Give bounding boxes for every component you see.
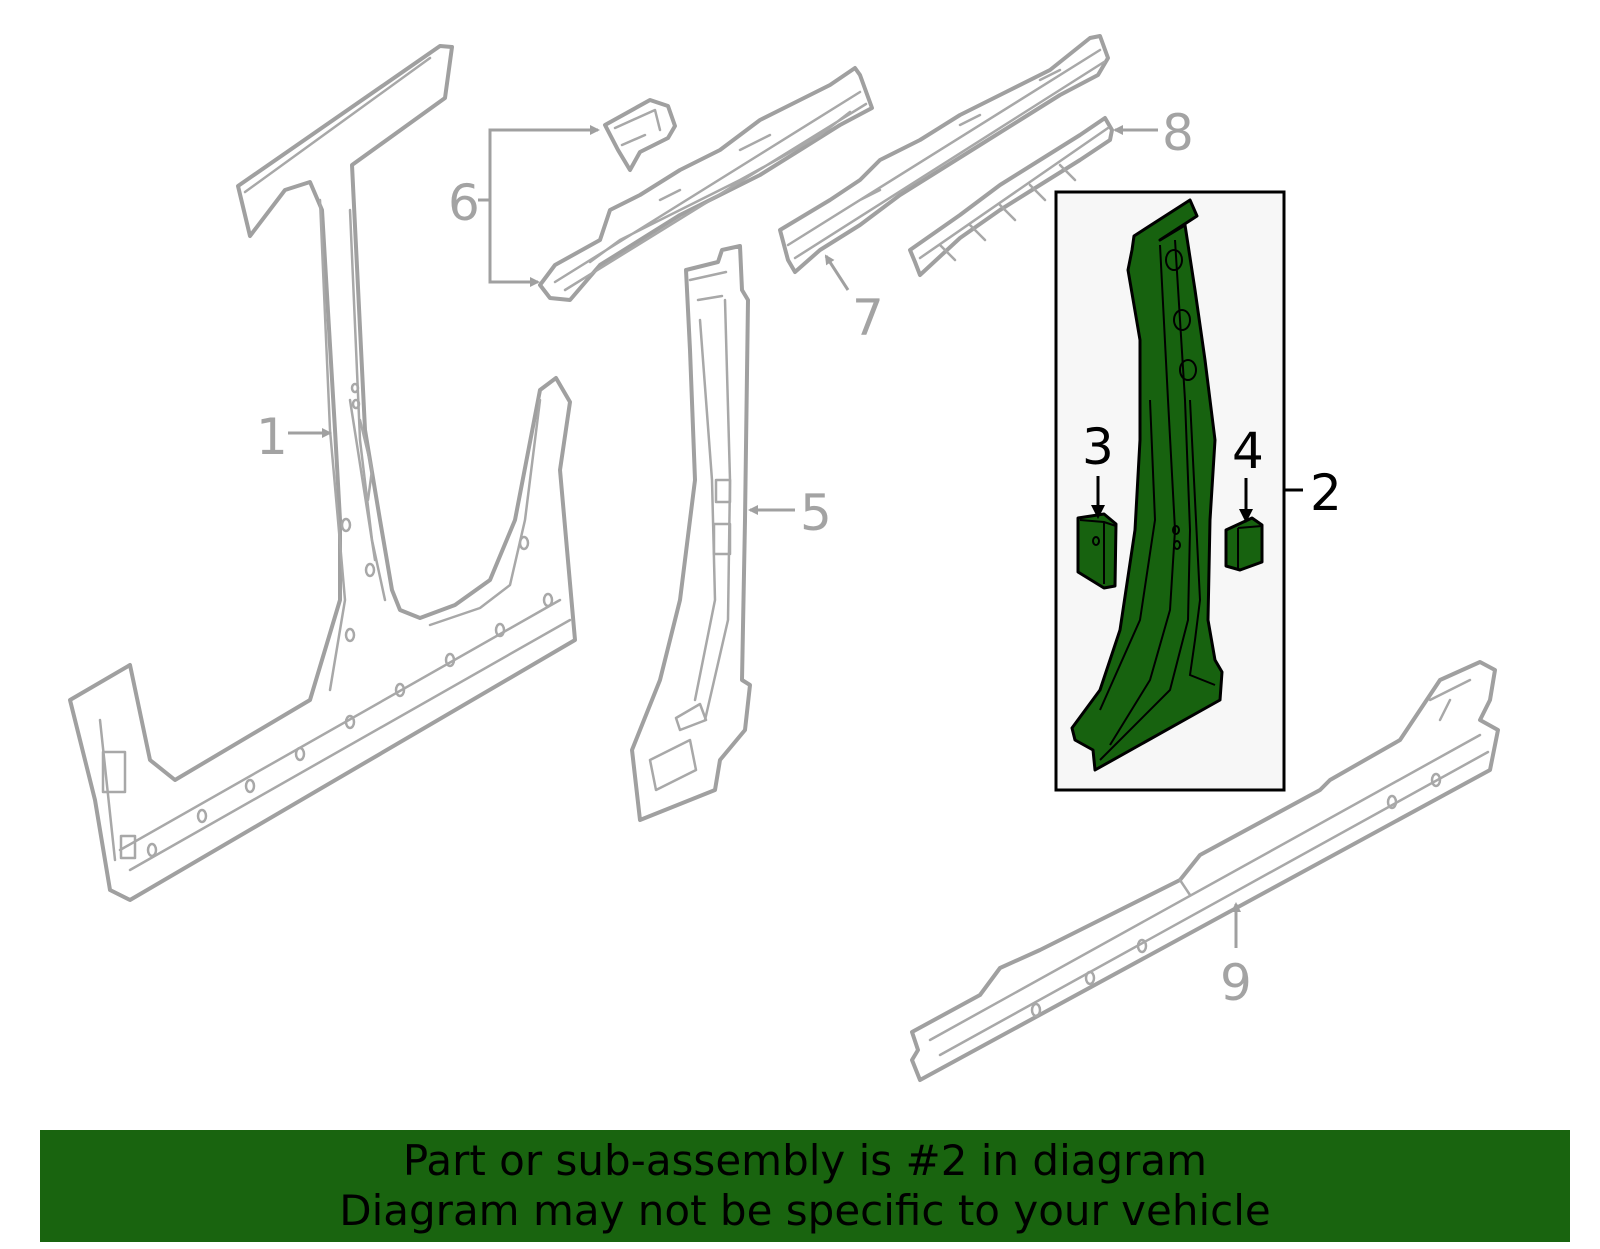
callout-3: 3	[1082, 418, 1114, 476]
part-8-rail-reinforcement[interactable]	[908, 116, 1114, 277]
part-2-inset-box[interactable]	[1054, 190, 1286, 792]
part-1-side-panel[interactable]	[68, 44, 577, 902]
part-5-inner-pillar[interactable]	[630, 244, 752, 822]
info-banner: Part or sub-assembly is #2 in diagram Di…	[40, 1130, 1570, 1242]
callout-4: 4	[1232, 422, 1264, 480]
callout-5: 5	[800, 484, 832, 542]
banner-line-2: Diagram may not be specific to your vehi…	[339, 1186, 1271, 1235]
callout-1: 1	[256, 408, 288, 466]
part-6-reinforcement[interactable]	[538, 66, 874, 302]
callout-9: 9	[1220, 954, 1252, 1012]
parts-diagram: 1 5 6 7 8 9 2 3 4	[68, 34, 1500, 1082]
callout-6: 6	[448, 174, 480, 232]
banner-line-1: Part or sub-assembly is #2 in diagram	[402, 1136, 1208, 1185]
leader-lines	[288, 125, 1303, 948]
part-9-rocker-panel[interactable]	[910, 660, 1500, 1082]
callout-8: 8	[1162, 104, 1194, 162]
part-3-patch[interactable]	[1076, 512, 1118, 590]
part-7-roof-rail[interactable]	[778, 34, 1110, 274]
callout-7: 7	[852, 289, 884, 347]
callout-2: 2	[1310, 464, 1342, 522]
